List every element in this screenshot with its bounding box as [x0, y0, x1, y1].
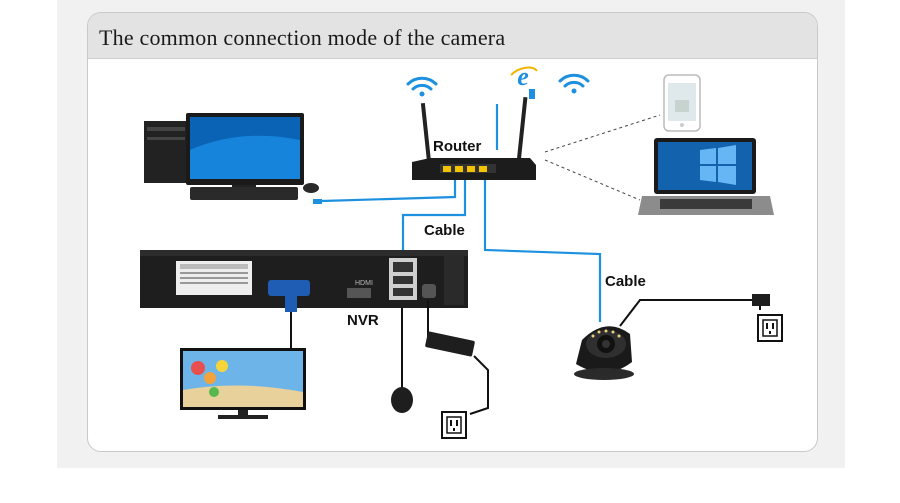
desktop-computer	[144, 113, 322, 204]
power-outlet-icon	[441, 411, 467, 439]
wifi-icon	[406, 76, 438, 97]
svg-text:e: e	[517, 62, 529, 91]
nvr-recorder: HDMI	[140, 250, 468, 308]
network-cables	[321, 104, 602, 322]
router	[412, 96, 536, 180]
laptop	[638, 138, 774, 215]
wifi-icon	[558, 73, 590, 94]
cable-label-camera: Cable	[605, 273, 646, 290]
vga-cable	[285, 296, 297, 348]
internet-explorer-icon: e	[510, 62, 538, 91]
cable-label: Cable	[424, 222, 465, 239]
wireless-links	[544, 114, 661, 201]
page-title: The common connection mode of the camera	[99, 25, 506, 50]
cable-nvr-router	[401, 176, 467, 258]
smartphone	[663, 74, 701, 132]
ethernet-plug-icon	[529, 89, 535, 99]
cable-camera-router	[483, 176, 602, 322]
cable-pc-router	[321, 176, 457, 203]
usb-mouse	[391, 308, 413, 413]
nvr-label: NVR	[347, 312, 379, 329]
title-bar: The common connection mode of the camera	[88, 13, 817, 59]
dome-camera	[574, 326, 634, 380]
nvr-power-adapter	[425, 300, 489, 415]
router-label: Router	[433, 138, 482, 155]
camera-power-cable	[619, 294, 770, 327]
power-outlet-icon	[757, 314, 783, 342]
tv-monitor	[180, 348, 306, 419]
svg-text:HDMI: HDMI	[355, 280, 373, 287]
